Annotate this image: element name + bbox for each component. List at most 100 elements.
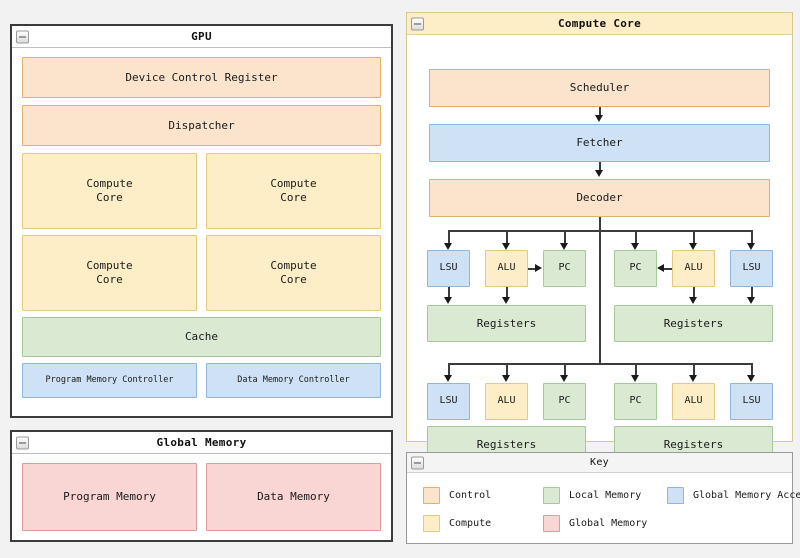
key-panel-title: Key — [590, 457, 609, 468]
bus-arrow-2b — [502, 375, 510, 382]
thread-3-alu-block[interactable]: ALU — [485, 383, 528, 420]
data-memory-controller-block[interactable]: Data Memory Controller — [206, 363, 381, 398]
device-control-register-block[interactable]: Device Control Register — [22, 57, 381, 98]
thread-2-alu-block[interactable]: ALU — [672, 250, 715, 287]
key-swatch-control — [423, 487, 440, 504]
thread-1-alu-to-registers-arrow — [502, 297, 510, 304]
bus-arrow-2c — [560, 375, 568, 382]
bus-arrow-2a — [444, 375, 452, 382]
global-memory-panel: Global Memory Program Memory Data Memory — [10, 430, 393, 542]
data-memory-block[interactable]: Data Memory — [206, 463, 381, 531]
program-memory-controller-block[interactable]: Program Memory Controller — [22, 363, 197, 398]
dispatcher-block[interactable]: Dispatcher — [22, 105, 381, 146]
key-label-global-memory: Global Memory — [569, 518, 648, 529]
thread-1-lsu-to-registers-line — [448, 287, 450, 299]
thread-2-alu-to-pc-line — [664, 268, 672, 270]
bus-drop-1a — [448, 230, 450, 245]
thread-4-alu-block[interactable]: ALU — [672, 383, 715, 420]
gpu-panel: GPU Device Control Register Dispatcher C… — [10, 24, 393, 418]
key-panel: Key Control Local Memory Global Memory A… — [406, 452, 800, 544]
compute-core-panel-header: Compute Core — [407, 13, 792, 35]
thread-3-pc-block[interactable]: PC — [543, 383, 586, 420]
thread-1-registers-block[interactable]: Registers — [427, 305, 586, 342]
gpu-panel-title: GPU — [191, 30, 212, 43]
scheduler-block[interactable]: Scheduler — [429, 69, 770, 107]
bus-arrow-2d — [631, 375, 639, 382]
compute-core-block-3[interactable]: Compute Core — [22, 235, 197, 311]
program-memory-block[interactable]: Program Memory — [22, 463, 197, 531]
bus-drop-2b — [506, 363, 508, 377]
bus-arrow-1c — [560, 243, 568, 250]
thread-2-alu-to-registers-arrow — [689, 297, 697, 304]
thread-4-pc-block[interactable]: PC — [614, 383, 657, 420]
thread-2-alu-to-pc-arrow — [657, 264, 664, 272]
global-memory-panel-title: Global Memory — [156, 436, 247, 449]
bus-drop-1e — [693, 230, 695, 245]
thread-2-lsu-block[interactable]: LSU — [730, 250, 773, 287]
bus-drop-1d — [635, 230, 637, 245]
thread-1-alu-to-registers-line — [506, 287, 508, 299]
bus-arrow-2e — [689, 375, 697, 382]
thread-2-pc-block[interactable]: PC — [614, 250, 657, 287]
key-swatch-compute — [423, 515, 440, 532]
bus-drop-2f — [751, 363, 753, 377]
thread-1-alu-to-pc-arrow — [535, 264, 542, 272]
key-label-control: Control — [449, 490, 492, 501]
fetcher-to-decoder-arrow — [595, 170, 603, 177]
bus-arrow-1e — [689, 243, 697, 250]
gpu-panel-body: Device Control Register Dispatcher Compu… — [12, 48, 391, 418]
thread-2-alu-to-registers-line — [693, 287, 695, 299]
bus-arrow-1f — [747, 243, 755, 250]
compute-core-block-2[interactable]: Compute Core — [206, 153, 381, 229]
bus-drop-2e — [693, 363, 695, 377]
key-entry-global-memory-access: Global Memory Access — [667, 487, 800, 504]
compute-core-block-4[interactable]: Compute Core — [206, 235, 381, 311]
key-entry-control: Control — [423, 487, 491, 504]
key-swatch-local-memory — [543, 487, 560, 504]
bus-drop-1b — [506, 230, 508, 245]
decoder-spine-line — [599, 217, 601, 363]
thread-2-registers-block[interactable]: Registers — [614, 305, 773, 342]
thread-row-2-bus — [448, 363, 752, 365]
key-label-local-memory: Local Memory — [569, 490, 642, 501]
thread-2-lsu-to-registers-arrow — [747, 297, 755, 304]
thread-1-alu-block[interactable]: ALU — [485, 250, 528, 287]
thread-4-lsu-block[interactable]: LSU — [730, 383, 773, 420]
thread-1-lsu-to-registers-arrow — [444, 297, 452, 304]
bus-arrow-1d — [631, 243, 639, 250]
thread-row-1-bus — [448, 230, 752, 232]
bus-arrow-1b — [502, 243, 510, 250]
collapse-icon[interactable] — [411, 456, 424, 469]
thread-1-alu-to-pc-line — [528, 268, 536, 270]
key-panel-header: Key — [407, 453, 792, 473]
thread-3-lsu-block[interactable]: LSU — [427, 383, 470, 420]
key-panel-body: Control Local Memory Global Memory Acces… — [407, 473, 800, 543]
minus-icon — [19, 36, 26, 37]
key-label-global-memory-access: Global Memory Access — [693, 490, 800, 501]
collapse-icon[interactable] — [16, 30, 29, 43]
gpu-panel-header: GPU — [12, 26, 391, 48]
key-entry-global-memory: Global Memory — [543, 515, 647, 532]
cache-block[interactable]: Cache — [22, 317, 381, 357]
global-memory-panel-header: Global Memory — [12, 432, 391, 454]
bus-drop-1c — [564, 230, 566, 245]
scheduler-to-fetcher-line — [599, 107, 601, 117]
bus-drop-2d — [635, 363, 637, 377]
compute-core-panel-body: Scheduler Fetcher Decoder LSU ALU PC PC — [407, 35, 792, 463]
key-label-compute: Compute — [449, 518, 492, 529]
minus-icon — [414, 23, 421, 24]
fetcher-block[interactable]: Fetcher — [429, 124, 770, 162]
global-memory-panel-body: Program Memory Data Memory — [12, 454, 391, 542]
bus-arrow-2f — [747, 375, 755, 382]
thread-2-lsu-to-registers-line — [751, 287, 753, 299]
collapse-icon[interactable] — [411, 17, 424, 30]
bus-drop-1f — [751, 230, 753, 245]
compute-core-block-1[interactable]: Compute Core — [22, 153, 197, 229]
bus-drop-2c — [564, 363, 566, 377]
decoder-block[interactable]: Decoder — [429, 179, 770, 217]
thread-1-lsu-block[interactable]: LSU — [427, 250, 470, 287]
collapse-icon[interactable] — [16, 436, 29, 449]
thread-1-pc-block[interactable]: PC — [543, 250, 586, 287]
scheduler-to-fetcher-arrow — [595, 115, 603, 122]
minus-icon — [414, 462, 421, 463]
